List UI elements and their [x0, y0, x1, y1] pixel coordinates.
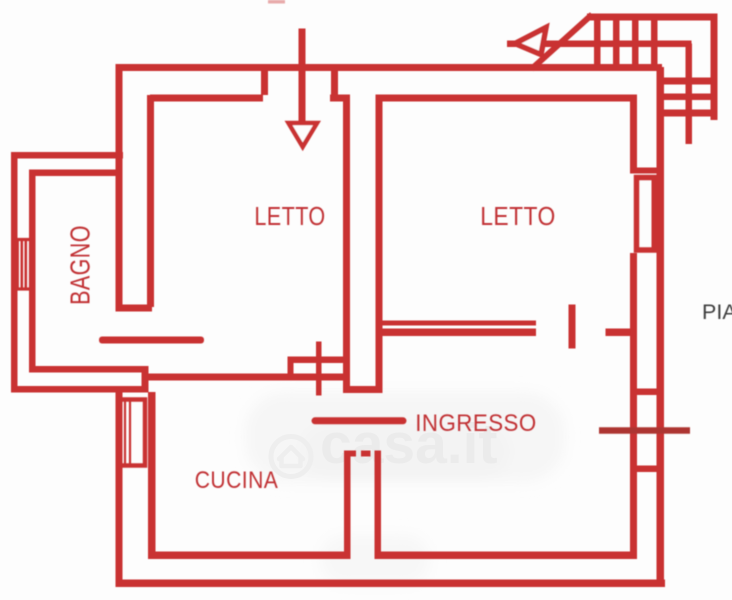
- svg-text:LETTO: LETTO: [254, 202, 325, 231]
- svg-text:BAGNO: BAGNO: [65, 225, 96, 305]
- svg-text:CUCINA: CUCINA: [195, 467, 279, 494]
- svg-text:INGRESSO: INGRESSO: [415, 409, 536, 436]
- svg-text:LETTO: LETTO: [480, 203, 555, 232]
- svg-text:PIAN: PIAN: [702, 300, 732, 324]
